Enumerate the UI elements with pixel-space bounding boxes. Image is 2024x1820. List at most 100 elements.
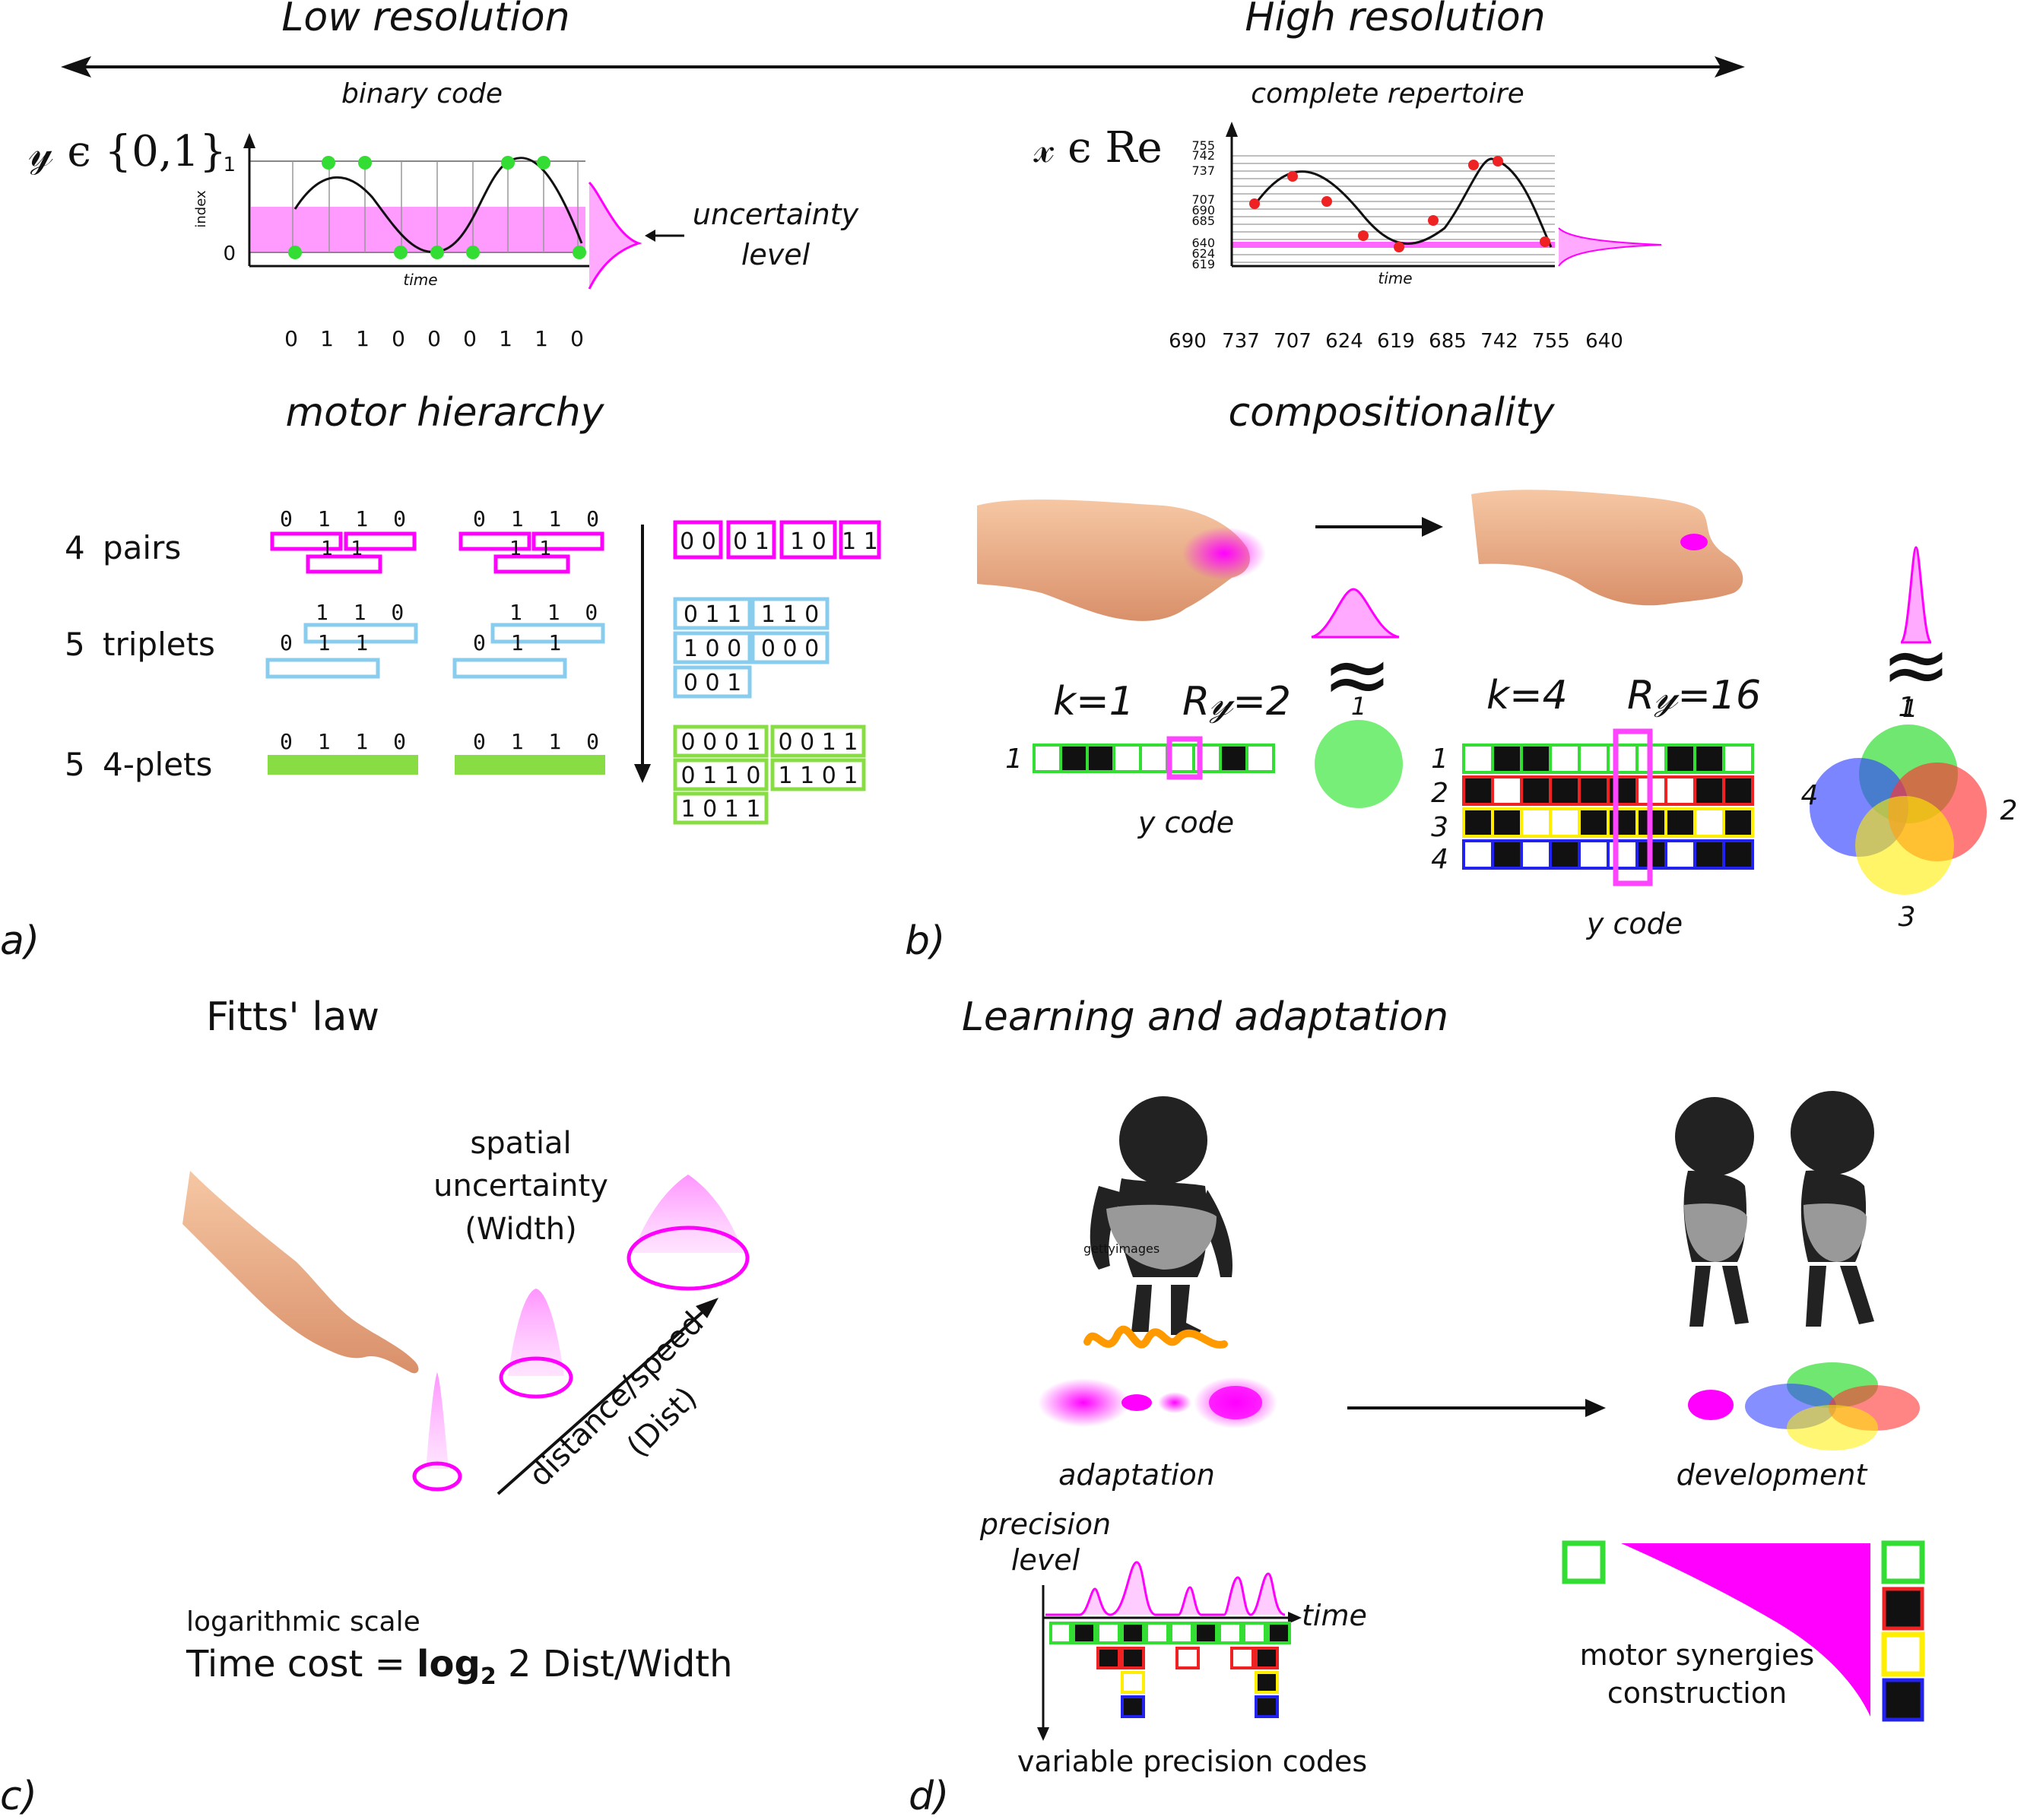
triplet-code: 0 1 1 bbox=[684, 601, 741, 628]
binary-ylabel: index bbox=[193, 190, 209, 228]
diaper-shape bbox=[1804, 1203, 1867, 1262]
venn-label: 2 bbox=[2000, 795, 2018, 826]
ycode-label-1: y code bbox=[1137, 806, 1234, 839]
panel-label-b: b) bbox=[905, 918, 945, 964]
high-resolution-title: High resolution bbox=[1245, 0, 1545, 40]
binary-seq-item: 1 bbox=[499, 326, 512, 351]
development-venn bbox=[1688, 1362, 1920, 1451]
triplets-illustration-2: 1 1 0 0 1 1 bbox=[452, 600, 605, 679]
binary-sequence: 0 1 1 0 0 0 1 1 0 bbox=[284, 326, 584, 351]
code-row-label: 3 bbox=[1431, 812, 1448, 843]
real-seq-item: 640 bbox=[1585, 330, 1623, 353]
ry16-label: R𝓎=16 bbox=[1627, 673, 1761, 718]
real-seq-item: 685 bbox=[1429, 330, 1467, 353]
venn-label: 3 bbox=[1899, 902, 1916, 933]
fourplets-illustration-1: 0 1 1 0 bbox=[268, 729, 418, 775]
single-code-row bbox=[1033, 736, 1275, 780]
row-label: triplets bbox=[103, 626, 215, 663]
precision-code-cells bbox=[1049, 1622, 1291, 1718]
venn-label: 1 bbox=[1899, 692, 1916, 723]
hand-grasping-image bbox=[1471, 490, 1743, 606]
target-cone-small bbox=[412, 1372, 462, 1492]
fourplet-code: 0 0 0 1 bbox=[681, 729, 761, 756]
svg-text:0 1 1 0: 0 1 1 0 bbox=[280, 729, 412, 754]
svg-text:0 1 1: 0 1 1 bbox=[280, 630, 374, 655]
pairs-illustration-1: 0 1 1 0 1 1 bbox=[270, 506, 417, 574]
fourplet-code: 0 1 1 0 bbox=[681, 763, 761, 789]
fitts-formula: Time cost = log2 2 Dist/Width bbox=[186, 1643, 733, 1690]
fourplets-illustration-2: 0 1 1 0 bbox=[455, 729, 605, 775]
fourplet-code: 0 0 1 1 bbox=[779, 729, 858, 756]
real-plot bbox=[1226, 122, 1662, 268]
spatial-label-2: uncertainty bbox=[433, 1168, 608, 1203]
real-ytick: 624 bbox=[1191, 246, 1215, 261]
pair-codes: 0 0 0 1 1 0 1 1 bbox=[673, 520, 881, 560]
triplet-codes: 0 1 1 1 1 0 1 0 0 0 0 0 0 0 1 bbox=[673, 597, 830, 699]
uncertainty-arrow bbox=[645, 230, 684, 242]
svg-text:1 1 0: 1 1 0 bbox=[316, 600, 410, 625]
pair-code: 1 1 bbox=[842, 528, 878, 555]
real-ytick: 737 bbox=[1191, 163, 1215, 178]
ytick-1: 1 bbox=[223, 154, 236, 176]
real-sequence: 690 737 707 624 619 685 742 755 640 bbox=[1169, 330, 1623, 353]
multi-code-grid bbox=[1462, 728, 1754, 886]
row-count: 5 bbox=[65, 746, 85, 783]
real-ytick: 619 bbox=[1191, 257, 1215, 271]
real-seq-item: 737 bbox=[1222, 330, 1260, 353]
fourplet-code: 1 0 1 1 bbox=[681, 796, 761, 823]
real-seq-item: 690 bbox=[1169, 330, 1207, 353]
code-row-label: 4 bbox=[1431, 844, 1448, 875]
binary-plot bbox=[243, 133, 642, 290]
real-seq-item: 755 bbox=[1532, 330, 1570, 353]
k4-label: k=4 bbox=[1486, 673, 1568, 718]
precision-time-label: time bbox=[1302, 1599, 1367, 1632]
row-count: 4 bbox=[65, 529, 85, 566]
reach-arrow bbox=[1315, 517, 1443, 537]
synergy-venn bbox=[1810, 725, 1987, 895]
log-scale-label: logarithmic scale bbox=[186, 1606, 420, 1638]
real-seq-item: 707 bbox=[1274, 330, 1312, 353]
wobbly-surface-line bbox=[1083, 1325, 1228, 1349]
approx-index-2: 1 bbox=[1902, 694, 1918, 723]
adaptation-label: adaptation bbox=[1058, 1458, 1215, 1492]
small-gaussian-icon bbox=[1311, 588, 1400, 639]
binary-seq-item: 1 bbox=[320, 326, 334, 351]
triplets-illustration-1: 1 1 0 0 1 1 bbox=[265, 600, 418, 679]
pointing-hand-image bbox=[182, 1171, 419, 1374]
panel-label-d: d) bbox=[909, 1774, 949, 1819]
real-ytick: 685 bbox=[1191, 214, 1215, 228]
target-cone-medium bbox=[499, 1289, 573, 1399]
pairs-illustration-2: 0 1 1 0 1 1 bbox=[458, 506, 604, 574]
approx-index-1: 1 bbox=[1351, 692, 1366, 721]
venn-label: 4 bbox=[1801, 780, 1819, 811]
code-row-label: 2 bbox=[1431, 778, 1448, 809]
binary-seq-item: 1 bbox=[356, 326, 370, 351]
real-seq-item: 624 bbox=[1325, 330, 1363, 353]
binary-seq-item: 0 bbox=[463, 326, 477, 351]
row-label: pairs bbox=[103, 529, 181, 566]
fourplet-code: 1 1 0 1 bbox=[779, 763, 858, 789]
real-yticks: 755 742 737 707 690 685 640 624 619 bbox=[1191, 138, 1215, 271]
synergy-stack bbox=[1881, 1540, 1925, 1722]
ycode-label-2: y code bbox=[1586, 907, 1683, 940]
precision-label-2: level bbox=[1011, 1543, 1080, 1577]
spatial-label-3: (Width) bbox=[465, 1212, 576, 1247]
ytick-0: 0 bbox=[223, 243, 236, 265]
seed-code-cell bbox=[1562, 1540, 1606, 1584]
compositionality-title: compositionality bbox=[1229, 390, 1556, 436]
panel-label-c: c) bbox=[0, 1774, 37, 1819]
svg-text:0 1 1 0: 0 1 1 0 bbox=[280, 506, 412, 531]
real-xlabel: time bbox=[1378, 269, 1412, 287]
multi-code-row-labels: 1 2 3 4 bbox=[1431, 744, 1448, 875]
hand-reaching-image bbox=[977, 499, 1266, 621]
fourplet-codes: 0 0 0 1 0 0 1 1 0 1 1 0 1 1 0 1 1 0 1 1 bbox=[673, 725, 866, 825]
triplet-code: 1 1 0 bbox=[761, 601, 819, 628]
binary-seq-item: 0 bbox=[284, 326, 298, 351]
development-label: development bbox=[1677, 1458, 1869, 1492]
complete-repertoire-label: complete repertoire bbox=[1251, 78, 1524, 109]
fitts-title: Fitts' law bbox=[206, 994, 379, 1040]
low-resolution-title: Low resolution bbox=[281, 0, 569, 40]
uncertainty-label-1: uncertainty bbox=[693, 198, 859, 231]
real-ytick: 690 bbox=[1191, 203, 1215, 217]
svg-text:0 1 1: 0 1 1 bbox=[473, 630, 567, 655]
